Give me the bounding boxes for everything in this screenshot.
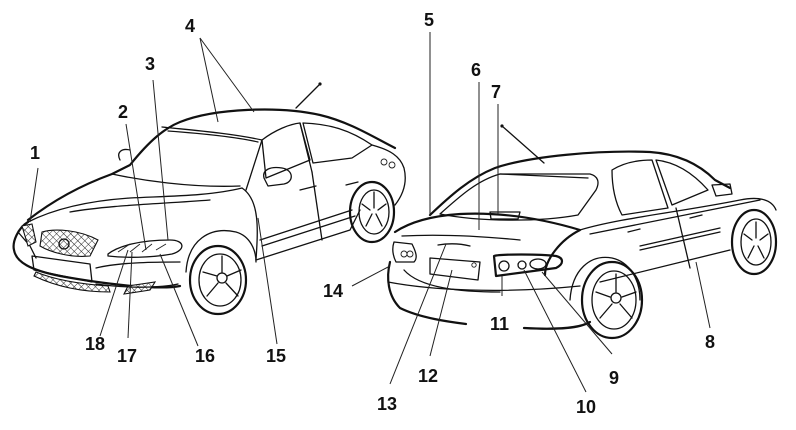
leader-13 — [389, 243, 447, 385]
callout-11: 11 — [490, 314, 509, 334]
callout-1: 1 — [30, 143, 40, 163]
callout-3: 3 — [145, 54, 155, 74]
callout-10: 10 — [576, 397, 596, 417]
callout-16: 16 — [195, 346, 215, 366]
callout-4: 4 — [185, 16, 195, 36]
callout-14: 14 — [323, 281, 343, 301]
callout-12: 12 — [418, 366, 438, 386]
leader-12 — [429, 269, 453, 357]
rear-view-car — [387, 124, 778, 340]
leader-lines — [29, 32, 711, 393]
leader-18 — [99, 249, 129, 337]
front-view-car — [12, 82, 406, 316]
leader-10 — [523, 269, 587, 393]
callout-8: 8 — [705, 332, 715, 352]
leader-4a — [199, 37, 219, 123]
callout-6: 6 — [471, 60, 481, 80]
callout-18: 18 — [85, 334, 105, 354]
leader-16 — [159, 253, 199, 347]
leader-8 — [695, 261, 711, 329]
leader-9 — [541, 271, 613, 355]
callout-9: 9 — [609, 368, 619, 388]
leader-1 — [29, 167, 39, 223]
callout-7: 7 — [491, 82, 501, 102]
leader-14 — [351, 265, 391, 287]
leader-2 — [125, 123, 147, 251]
callout-15: 15 — [266, 346, 286, 366]
leader-4b — [199, 37, 255, 113]
callout-17: 17 — [117, 346, 137, 366]
callout-labels: 1 2 3 4 5 6 7 8 9 10 11 12 13 14 15 16 1… — [30, 10, 715, 417]
leader-15 — [257, 217, 278, 345]
leader-17 — [127, 251, 133, 339]
callout-5: 5 — [424, 10, 434, 30]
leader-3 — [152, 79, 169, 241]
callout-2: 2 — [118, 102, 128, 122]
callout-13: 13 — [377, 394, 397, 414]
